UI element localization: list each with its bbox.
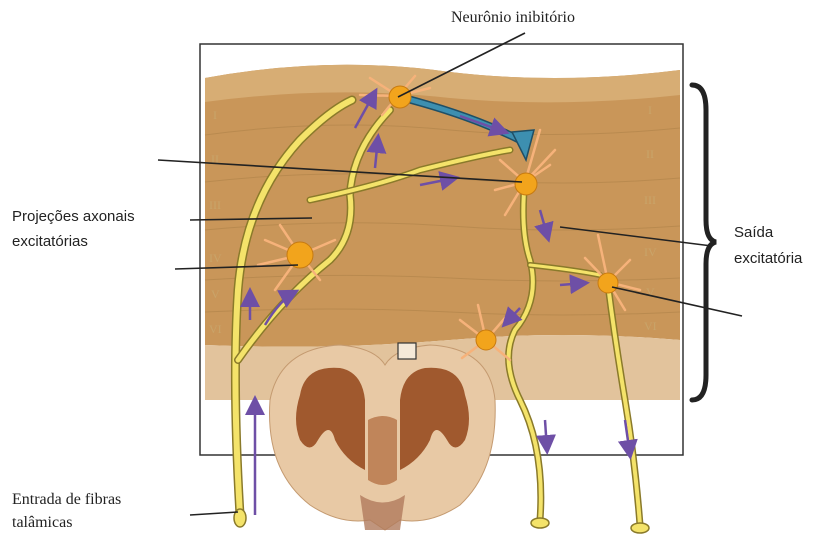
brain-cross-section bbox=[270, 345, 496, 530]
layer-label-left-6: VI bbox=[209, 322, 222, 336]
label-axonal-projections-line2: excitatórias bbox=[12, 232, 88, 252]
layer-label-left-5: V bbox=[211, 287, 220, 301]
layer-label-right-1: I bbox=[648, 103, 652, 117]
label-output-line1: Saída bbox=[734, 223, 773, 243]
label-inhibitory-neuron: Neurônio inibitório bbox=[451, 8, 575, 28]
label-thalamic-input-line2: talâmicas bbox=[12, 513, 72, 533]
layer-label-left-1: I bbox=[213, 108, 217, 122]
layer-label-right-6: VI bbox=[644, 319, 657, 333]
layer-label-right-3: III bbox=[644, 193, 656, 207]
output-bracket bbox=[692, 85, 716, 400]
label-output-line2: excitatória bbox=[734, 249, 802, 269]
layer-label-left-3: III bbox=[209, 198, 221, 212]
layer-label-right-2: II bbox=[646, 147, 654, 161]
inset-marker bbox=[398, 343, 416, 359]
layer-label-left-4: IV bbox=[209, 251, 222, 265]
layer-label-right-4: IV bbox=[644, 245, 657, 259]
label-thalamic-input-line1: Entrada de fibras bbox=[12, 490, 121, 510]
label-axonal-projections-line1: Projeções axonais bbox=[12, 207, 135, 227]
